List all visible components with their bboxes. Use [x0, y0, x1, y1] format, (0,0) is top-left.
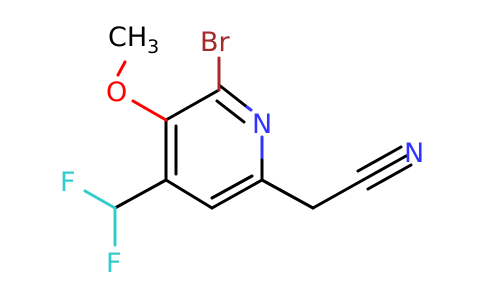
- bond-c2-n1-inner: [215, 99, 246, 124]
- fluorine-bottom-label: F: [106, 248, 122, 279]
- methyl-label: CH3: [108, 22, 159, 58]
- nitrile-nitrogen-label: N: [404, 138, 424, 169]
- bond-c3-o: [131, 99, 168, 122]
- bond-c6-ch2: [260, 178, 315, 210]
- fluorine-top-label: F: [60, 167, 76, 198]
- bromine-label: Br: [200, 27, 231, 58]
- bond-o-ch3: [116, 60, 127, 77]
- bond-cf2-ftop: [83, 189, 117, 210]
- bond-c6-c5: [210, 178, 264, 210]
- bond-c3-c2: [164, 88, 221, 122]
- bond-ch2-cn: [311, 178, 365, 210]
- methyl-ch: CH: [108, 22, 147, 53]
- methyl-subscript: 3: [147, 36, 159, 58]
- bond-c4-cf2: [113, 178, 168, 210]
- bond-c2-n1-part: [245, 105, 253, 112]
- ring-nitrogen-label: N: [252, 109, 272, 140]
- oxygen-label: O: [106, 77, 127, 108]
- triple-bond-2: [356, 145, 403, 173]
- bond-c5-c4: [164, 178, 214, 210]
- pyridine-ring: [164, 83, 264, 210]
- triple-bond-3: [366, 163, 413, 191]
- bond-c6-c5-inner: [210, 174, 254, 200]
- triple-bond-1: [361, 154, 408, 182]
- bond-c2-n1: [217, 83, 249, 109]
